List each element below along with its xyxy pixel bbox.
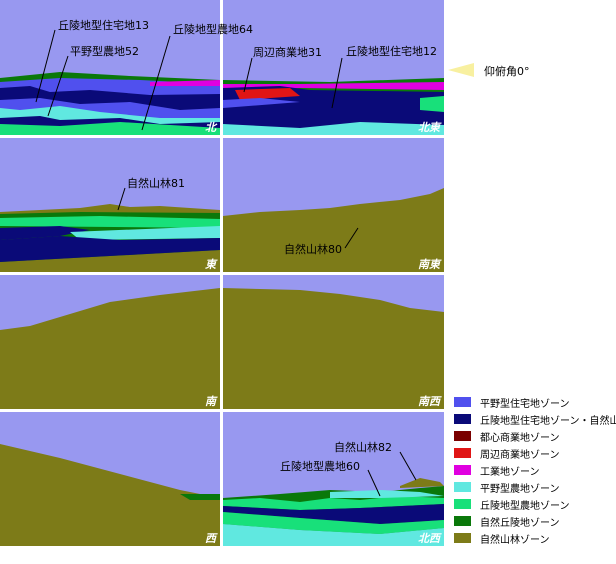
zone-hill-farmland xyxy=(223,512,444,534)
panel-west xyxy=(0,412,220,546)
direction-label-northwest: 北西 xyxy=(418,532,442,545)
legend-swatch xyxy=(454,499,471,509)
zone-natural-forest xyxy=(400,478,444,488)
legend-label: 丘陵地型住宅地ゾーン・自然山林80 xyxy=(480,414,616,427)
annotation-label: 丘陵地型住宅地13 xyxy=(58,18,149,32)
legend-label: 工業地ゾーン xyxy=(480,465,540,478)
direction-label-north: 北 xyxy=(205,121,218,134)
zone-hill-farmland xyxy=(0,122,220,135)
panel-north xyxy=(0,0,220,135)
legend-label: 周辺商業地ゾーン xyxy=(480,448,560,461)
zone-industrial xyxy=(150,80,220,86)
zone-natural-forest xyxy=(0,288,220,409)
leader-line xyxy=(117,187,126,211)
legend-swatch xyxy=(454,397,471,407)
panel-southwest xyxy=(223,275,444,409)
zone-natural-forest xyxy=(223,188,444,272)
legend-swatch xyxy=(454,516,471,526)
zone-plain-farmland xyxy=(70,226,220,240)
zone-plain-farmland xyxy=(223,524,444,546)
annotation-label: 自然山林80 xyxy=(284,242,342,256)
leader-line xyxy=(243,57,253,93)
legend-swatch xyxy=(454,431,471,441)
direction-label-south: 南 xyxy=(205,395,218,408)
annotation-label: 周辺商業地31 xyxy=(253,45,322,59)
annotation-label: 自然山林82 xyxy=(334,440,392,454)
legend-label: 自然丘陵地ゾーン xyxy=(480,516,560,529)
zone-natural-forest xyxy=(223,288,444,409)
direction-label-east: 東 xyxy=(205,258,218,271)
panel-northwest xyxy=(223,412,444,546)
leader-line xyxy=(141,35,171,131)
zone-hill-farmland xyxy=(420,96,444,112)
zone-hill-farmland xyxy=(223,496,444,510)
legend-swatch xyxy=(454,533,471,543)
annotation-label: 丘陵地型農地60 xyxy=(280,459,360,473)
zone-plain-residential xyxy=(223,98,300,108)
zone-hill-residential xyxy=(223,86,444,135)
annotation-label: 自然山林81 xyxy=(127,176,185,190)
zone-natural-forest xyxy=(0,444,220,546)
direction-label-west: 西 xyxy=(205,532,218,545)
zone-hill-residential xyxy=(0,226,90,240)
legend-label: 自然山林ゾーン xyxy=(480,533,550,546)
zone-hill-residential xyxy=(0,236,220,262)
zone-hill-residential xyxy=(223,504,444,524)
elevation-pointer-icon xyxy=(448,63,474,77)
legend-swatch xyxy=(454,482,471,492)
legend-label: 丘陵地型農地ゾーン xyxy=(480,499,570,512)
leader-line xyxy=(344,227,359,249)
legend-swatch xyxy=(454,448,471,458)
panel-northeast xyxy=(223,0,444,135)
leader-line xyxy=(47,55,69,117)
direction-label-southeast: 南東 xyxy=(418,258,442,271)
elevation-label: 仰俯角0° xyxy=(484,64,530,78)
annotation-label: 丘陵地型住宅地12 xyxy=(346,44,437,58)
zone-plain-farmland xyxy=(223,122,444,135)
legend: 平野型住宅地ゾーン 丘陵地型住宅地ゾーン・自然山林80 都心商業地ゾーン 周辺商… xyxy=(454,397,616,546)
annotation-label: 丘陵地型農地64 xyxy=(173,22,253,36)
legend-label: 平野型住宅地ゾーン xyxy=(480,397,570,410)
panel-south xyxy=(0,275,220,409)
panel-southeast xyxy=(223,138,444,272)
leader-line xyxy=(331,57,343,109)
leader-line xyxy=(35,29,56,103)
zone-plain-farmland xyxy=(330,490,444,498)
direction-label-southwest: 南西 xyxy=(418,395,442,408)
legend-label: 平野型農地ゾーン xyxy=(480,482,560,495)
leader-line xyxy=(399,451,417,481)
legend-swatch xyxy=(454,414,471,424)
zone-natural-hill xyxy=(180,494,220,500)
zone-roadside-commercial xyxy=(235,88,300,100)
zone-hill-farmland xyxy=(0,216,220,228)
legend-label: 都心商業地ゾーン xyxy=(480,431,560,444)
legend-swatch xyxy=(454,465,471,475)
direction-label-northeast: 北東 xyxy=(418,121,442,134)
panel-east xyxy=(0,138,220,272)
leader-line xyxy=(367,469,381,497)
annotation-leaders xyxy=(35,29,417,497)
annotation-label: 平野型農地52 xyxy=(70,44,139,58)
